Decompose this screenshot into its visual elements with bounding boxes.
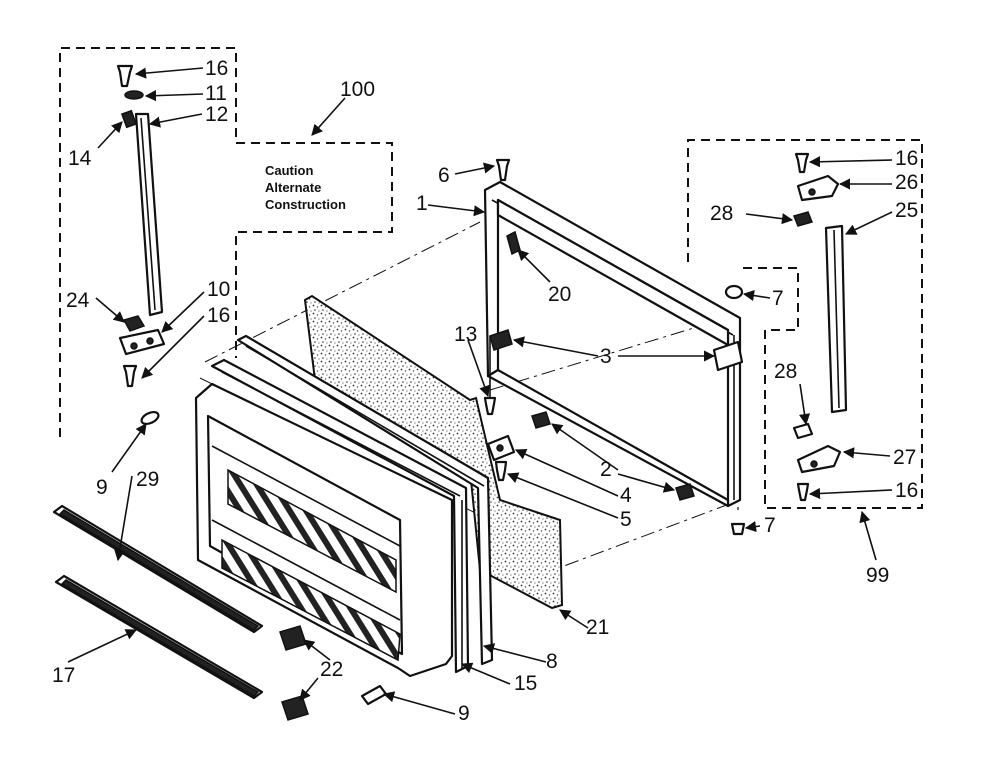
shelf-rail-part-29: [52, 504, 264, 634]
callout-16-top-left: 16: [205, 57, 228, 80]
fastener-part-5: [494, 460, 508, 482]
callout-5: 5: [620, 508, 632, 531]
callout-6: 6: [438, 164, 450, 187]
pad-part-2-lower: [675, 483, 695, 501]
plug-part-7-lower: [730, 522, 746, 536]
screw-part-6: [495, 158, 511, 182]
leader-lines: [67, 67, 893, 715]
callout-1: 1: [416, 192, 428, 215]
callout-17: 17: [52, 664, 75, 687]
callout-4: 4: [620, 484, 632, 507]
callout-3: 3: [600, 345, 612, 368]
callout-2: 2: [600, 458, 612, 481]
plug-part-9-left: [140, 410, 160, 426]
callout-13: 13: [454, 323, 477, 346]
svg-text:Construction: Construction: [265, 197, 346, 212]
end-cap-part-22-lower: [281, 695, 309, 721]
callout-11: 11: [205, 82, 227, 105]
shelf-rail-part-17: [54, 574, 264, 700]
bracket-part-3-right: [712, 340, 744, 372]
screw-part-16-lower-left: [122, 364, 138, 388]
callout-12: 12: [205, 103, 228, 126]
screw-part-16-lower-right: [796, 482, 810, 502]
callout-14: 14: [68, 147, 92, 170]
callout-22: 22: [320, 658, 343, 681]
hinge-bracket-part-24: [122, 315, 146, 332]
callout-25: 25: [895, 199, 918, 222]
shelf-ribs-upper: [227, 468, 397, 594]
callout-28-upper: 28: [710, 202, 733, 225]
plug-part-7-upper: [724, 284, 744, 300]
end-cap-part-22-upper: [279, 625, 307, 651]
hinge-part-26: [796, 174, 840, 202]
callout-16-left-lower: 16: [207, 304, 230, 327]
callout-9-bottom: 9: [458, 702, 470, 725]
callout-labels: 16 11 12 14 100 24 10 16 9 6 1 20 13 3 2…: [52, 57, 918, 725]
callout-28-lower: 28: [774, 360, 797, 383]
caution-note: Caution Alternate Construction: [265, 163, 346, 212]
callout-21: 21: [586, 616, 609, 639]
outer-door-panel-part-8: [236, 334, 494, 666]
callout-100: 100: [340, 78, 375, 101]
shim-part-28-lower: [792, 422, 814, 440]
callout-15: 15: [514, 672, 537, 695]
right-hinge-kit: [792, 152, 848, 502]
callout-27: 27: [893, 446, 916, 469]
callout-7-lower: 7: [764, 514, 776, 537]
hinge-rod-part-12: [134, 112, 164, 317]
callout-8: 8: [546, 650, 558, 673]
washer-part-11: [124, 90, 144, 100]
callout-26: 26: [895, 171, 918, 194]
hinge-part-27: [796, 444, 842, 474]
shelf-ribs-lower: [221, 538, 401, 662]
svg-text:Caution: Caution: [265, 163, 313, 178]
hinge-kit-box-99: [687, 139, 923, 509]
screw-part-16-top-right: [794, 152, 810, 174]
bushing-part-14: [120, 109, 138, 129]
callout-99: 99: [866, 564, 889, 587]
callout-16-lower-right: 16: [895, 479, 918, 502]
plug-part-9-bottom: [360, 684, 388, 706]
shim-part-28-upper: [792, 211, 814, 227]
callout-24: 24: [66, 289, 90, 312]
callout-9-left: 9: [96, 476, 108, 499]
callout-7-upper: 7: [772, 287, 784, 310]
screw-part-13: [483, 396, 497, 416]
callout-20: 20: [548, 283, 571, 306]
callout-16-top-right: 16: [895, 147, 918, 170]
bracket-part-3-left: [489, 329, 513, 351]
screw-part-16-top: [116, 64, 134, 88]
door-assembly: [194, 294, 564, 678]
alternate-construction-box-100: [59, 47, 393, 437]
callout-29: 29: [136, 468, 159, 491]
callout-10: 10: [207, 278, 230, 301]
left-hinge-assembly: [116, 64, 166, 426]
hinge-plate-part-10: [118, 328, 166, 356]
pad-part-2-upper: [531, 411, 551, 429]
door-frame-part-1: [483, 180, 742, 508]
svg-text:Alternate: Alternate: [265, 180, 321, 195]
